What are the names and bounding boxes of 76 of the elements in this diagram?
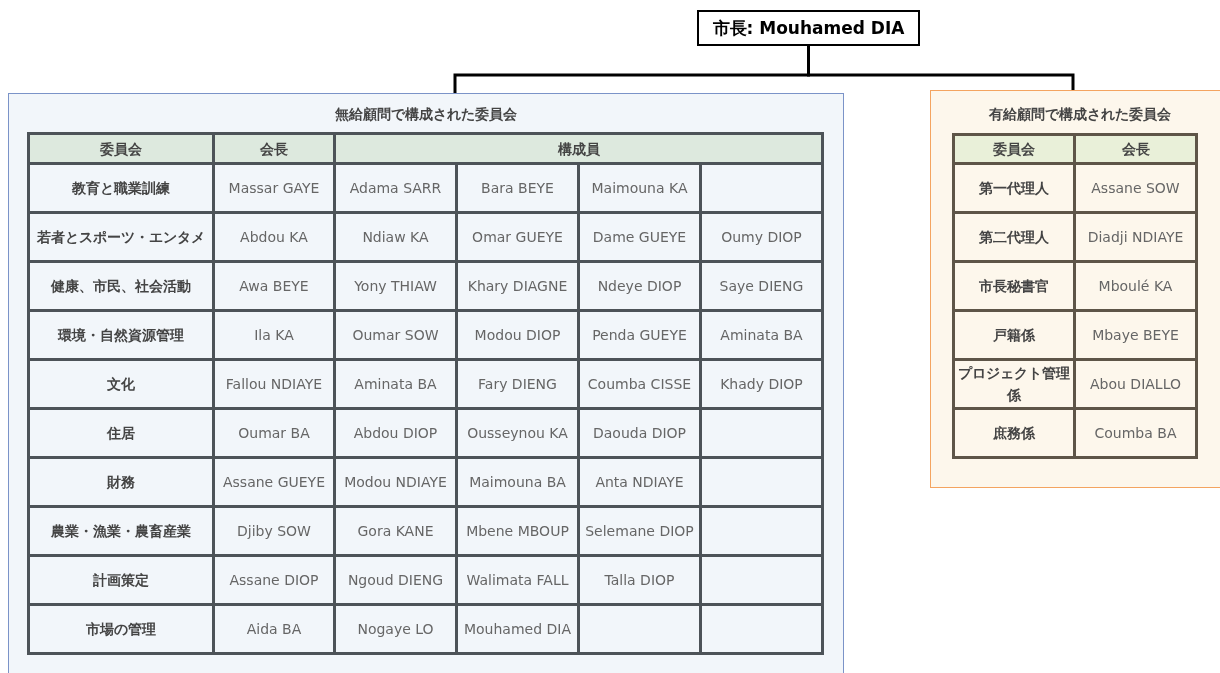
committee-panel bbox=[930, 90, 1220, 488]
table-cell: Abou DIALLO bbox=[1074, 359, 1197, 409]
table-cell: Mboulé KA bbox=[1074, 261, 1197, 311]
table-cell: Yony THIAW bbox=[334, 261, 457, 311]
table-cell: Fary DIENG bbox=[456, 359, 579, 409]
header-cell: 会長 bbox=[213, 133, 335, 164]
table-cell: 第二代理人 bbox=[953, 212, 1075, 262]
table-cell: Omar GUEYE bbox=[456, 212, 579, 262]
table-cell: Ndeye DIOP bbox=[578, 261, 701, 311]
table-cell: Ousseynou KA bbox=[456, 408, 579, 458]
table-cell: 市長秘書官 bbox=[953, 261, 1075, 311]
table-cell: Aida BA bbox=[213, 604, 335, 654]
committee-panel bbox=[8, 93, 844, 673]
table-cell: Modou DIOP bbox=[456, 310, 579, 360]
table-cell: 農業・漁業・農畜産業 bbox=[28, 506, 214, 556]
table-cell: Assane GUEYE bbox=[213, 457, 335, 507]
table-cell: Modou NDIAYE bbox=[334, 457, 457, 507]
table-cell: Aminata BA bbox=[700, 310, 823, 360]
header-cell: 会長 bbox=[1074, 134, 1197, 164]
header-cell: 委員会 bbox=[28, 133, 214, 164]
table-cell: Khady DIOP bbox=[700, 359, 823, 409]
table-cell: Oumar SOW bbox=[334, 310, 457, 360]
table-cell: Abdou KA bbox=[213, 212, 335, 262]
header-cell: 構成員 bbox=[334, 133, 823, 164]
connector-line bbox=[807, 46, 1075, 90]
table-cell: Mbene MBOUP bbox=[456, 506, 579, 556]
table-cell: 文化 bbox=[28, 359, 214, 409]
table-cell: Anta NDIAYE bbox=[578, 457, 701, 507]
table-cell: Assane SOW bbox=[1074, 163, 1197, 213]
table-cell: Fallou NDIAYE bbox=[213, 359, 335, 409]
table-cell: Djiby SOW bbox=[213, 506, 335, 556]
table-cell: プロジェクト管理係 bbox=[953, 359, 1075, 409]
table-cell: 第一代理人 bbox=[953, 163, 1075, 213]
table-cell: Selemane DIOP bbox=[578, 506, 701, 556]
table-cell: Penda GUEYE bbox=[578, 310, 701, 360]
table-cell: Maimouna KA bbox=[578, 163, 701, 213]
table-cell: Ndiaw KA bbox=[334, 212, 457, 262]
table-cell: Dame GUEYE bbox=[578, 212, 701, 262]
table-cell: 財務 bbox=[28, 457, 214, 507]
table-cell: Saye DIENG bbox=[700, 261, 823, 311]
table-cell: Nogaye LO bbox=[334, 604, 457, 654]
table-cell: Daouda DIOP bbox=[578, 408, 701, 458]
table-cell: Diadji NDIAYE bbox=[1074, 212, 1197, 262]
table-cell: Bara BEYE bbox=[456, 163, 579, 213]
mayor-box: 市長: Mouhamed DIA bbox=[697, 10, 920, 46]
table-cell: 環境・自然資源管理 bbox=[28, 310, 214, 360]
table-cell: Ila KA bbox=[213, 310, 335, 360]
header-cell: 委員会 bbox=[953, 134, 1075, 164]
table-cell: Maimouna BA bbox=[456, 457, 579, 507]
table-cell: 教育と職業訓練 bbox=[28, 163, 214, 213]
table-cell: Mbaye BEYE bbox=[1074, 310, 1197, 360]
table-cell: 健康、市民、社会活動 bbox=[28, 261, 214, 311]
table-cell: Awa BEYE bbox=[213, 261, 335, 311]
table-cell: 戸籍係 bbox=[953, 310, 1075, 360]
table-cell: Walimata FALL bbox=[456, 555, 579, 605]
table-cell: 住居 bbox=[28, 408, 214, 458]
table-cell: Abdou DIOP bbox=[334, 408, 457, 458]
table-cell: Assane DIOP bbox=[213, 555, 335, 605]
table-cell: Coumba CISSE bbox=[578, 359, 701, 409]
table-cell: Oumar BA bbox=[213, 408, 335, 458]
table-cell: 計画策定 bbox=[28, 555, 214, 605]
panel-title: 有給顧問で構成された委員会 bbox=[988, 106, 1172, 124]
table-cell: Aminata BA bbox=[334, 359, 457, 409]
table-cell: 若者とスポーツ・エンタメ bbox=[28, 212, 214, 262]
table-cell: Gora KANE bbox=[334, 506, 457, 556]
table-cell: Adama SARR bbox=[334, 163, 457, 213]
panel-title: 無給顧問で構成された委員会 bbox=[334, 106, 518, 124]
table-cell: 庶務係 bbox=[953, 408, 1075, 458]
table-cell: Massar GAYE bbox=[213, 163, 335, 213]
table-cell: Coumba BA bbox=[1074, 408, 1197, 458]
table-cell: Mouhamed DIA bbox=[456, 604, 579, 654]
table-cell: Talla DIOP bbox=[578, 555, 701, 605]
table-cell: 市場の管理 bbox=[28, 604, 214, 654]
table-cell: Oumy DIOP bbox=[700, 212, 823, 262]
table-cell: Khary DIAGNE bbox=[456, 261, 579, 311]
table-cell: Ngoud DIENG bbox=[334, 555, 457, 605]
